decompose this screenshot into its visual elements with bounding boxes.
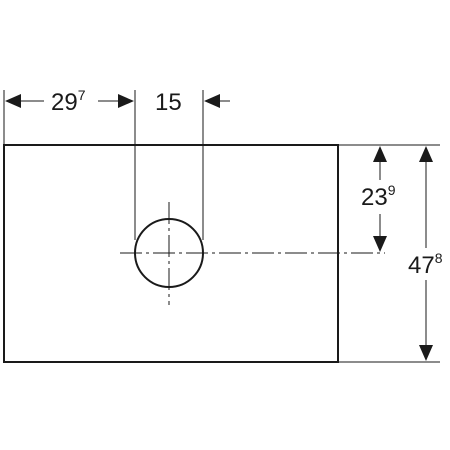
arrow-hole-left: [118, 94, 134, 108]
dim-label-hole-offset-x: 297: [51, 87, 86, 116]
dim-label-hole-diameter: 15: [155, 89, 182, 116]
dim-value: 15: [155, 89, 182, 116]
dim-label-hole-offset-y: 239: [361, 182, 396, 211]
arrow-height-bottom: [419, 345, 433, 361]
arrow-offset-y-top: [373, 146, 387, 162]
arrow-height-top: [419, 146, 433, 162]
dim-superscript: 9: [388, 182, 396, 198]
arrow-offset-y-bottom: [373, 236, 387, 252]
arrowheads: [5, 94, 433, 361]
dim-superscript: 8: [435, 250, 443, 266]
arrow-hole-right: [204, 94, 220, 108]
dimension-lines: [20, 100, 427, 345]
dim-superscript: 7: [78, 87, 86, 103]
extension-lines: [3, 90, 440, 363]
dim-value: 47: [408, 252, 435, 279]
center-lines: [120, 202, 385, 305]
dim-value: 29: [51, 89, 78, 116]
dim-value: 23: [361, 184, 388, 211]
arrow-left-edge: [5, 94, 21, 108]
dim-label-total-height: 478: [408, 250, 443, 279]
